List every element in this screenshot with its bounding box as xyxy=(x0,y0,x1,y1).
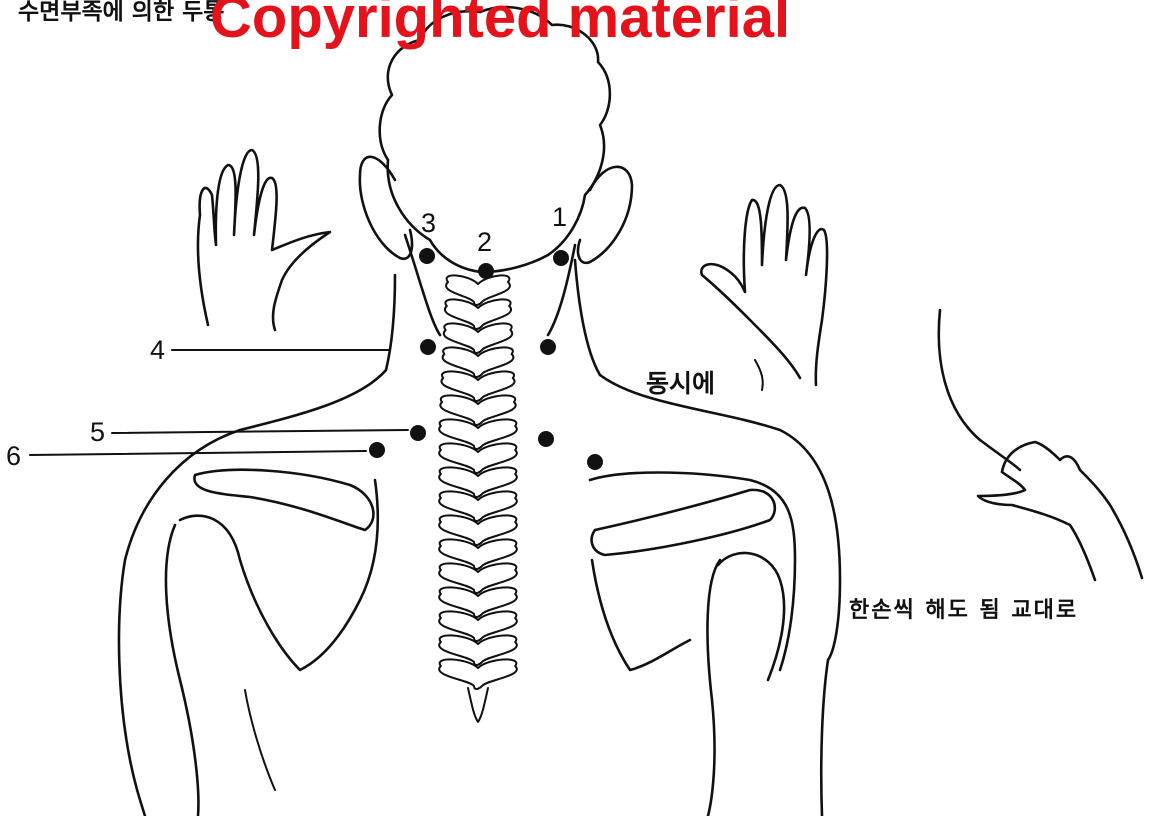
label-2: 2 xyxy=(477,227,492,257)
spine xyxy=(439,275,517,722)
pressure-point-5-right xyxy=(538,431,554,447)
diagram-title: 수면부족에 의한 두통 xyxy=(18,0,224,25)
label-5: 5 xyxy=(90,417,105,447)
sacrum-tip xyxy=(468,688,488,722)
label-6: 6 xyxy=(6,441,21,471)
caption-simultaneous: 동시에 xyxy=(646,369,715,398)
copyright-watermark: Copyrighted material xyxy=(210,0,790,50)
pressure-point-5 xyxy=(410,425,426,441)
side-neck-profile xyxy=(939,310,1020,470)
left-ear xyxy=(360,157,412,259)
label-3: 3 xyxy=(421,208,436,238)
right-scapula-spine xyxy=(592,490,775,555)
right-humerus xyxy=(707,560,720,816)
pinching-hand-illustration xyxy=(978,442,1142,580)
neck-left-outer xyxy=(386,275,395,370)
right-scapula xyxy=(590,473,795,671)
caption-alternate: 한손씩 해도 됨 교대로 xyxy=(849,597,1078,623)
right-humerus-head xyxy=(718,553,784,680)
pressure-point-2 xyxy=(478,263,494,279)
vertebra xyxy=(446,275,510,305)
right-hand-illustration xyxy=(701,185,827,385)
label-4: 4 xyxy=(150,335,165,365)
right-scapula-lower xyxy=(592,560,690,670)
left-hand-illustration xyxy=(198,150,330,330)
left-scapula xyxy=(180,480,378,670)
right-shoulder xyxy=(600,375,840,816)
pressure-point-3 xyxy=(419,248,435,264)
left-scapula-spine xyxy=(194,470,373,530)
pressure-point-6-right xyxy=(587,454,603,470)
label-1: 1 xyxy=(552,202,567,232)
left-arm-inner xyxy=(245,690,275,790)
pressure-point-4-right xyxy=(540,339,556,355)
left-humerus xyxy=(166,525,198,816)
pressure-point-6 xyxy=(369,442,385,458)
right-hand-stroke xyxy=(755,360,763,390)
pressure-point-1 xyxy=(553,250,569,266)
leader-5 xyxy=(112,430,408,433)
neck-right-outer xyxy=(575,260,600,375)
pressure-point-4 xyxy=(420,339,436,355)
right-ear xyxy=(578,167,632,263)
